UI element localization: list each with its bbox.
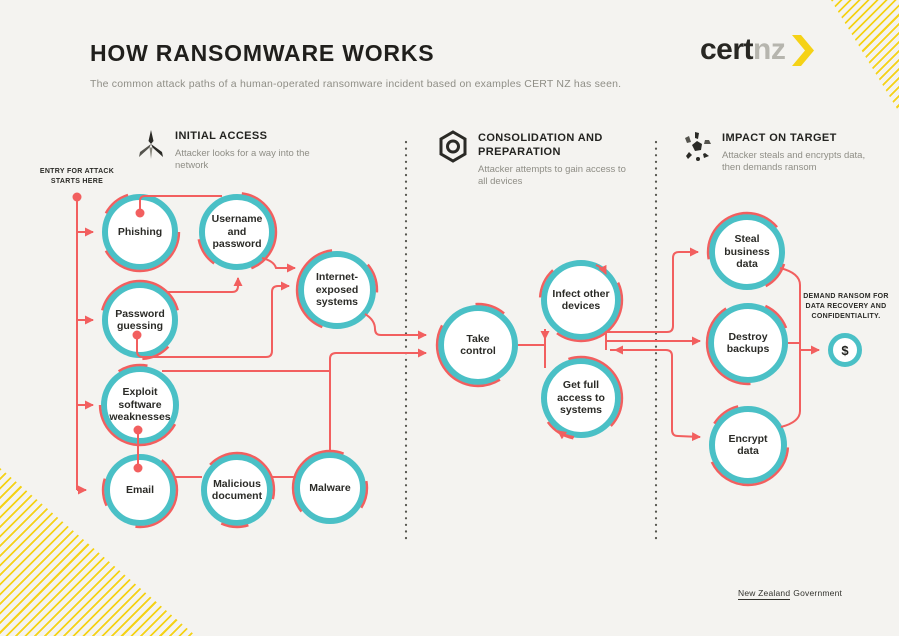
nz-government-part1: New Zealand	[738, 588, 791, 600]
node-demand-ransom-money: $	[828, 333, 862, 367]
node-encrypt-data: Encrypt data	[706, 403, 790, 487]
dollar-symbol: $	[841, 342, 849, 358]
section-description: Attacker steals and encrypts data, then …	[722, 149, 866, 174]
node-label-exploit-software-weaknesses: Exploit software weaknesses	[109, 386, 171, 424]
node-label-steal-business-data: Steal business data	[724, 233, 770, 271]
node-malware: Malware	[291, 449, 369, 527]
node-internet-exposed-systems: Internet- exposed systems	[295, 248, 379, 332]
nut-icon	[439, 130, 467, 163]
node-ring	[101, 451, 179, 529]
logo-chevron-icon	[792, 34, 815, 66]
node-label-username-and-password: Username and password	[211, 213, 263, 251]
caltrop-icon	[139, 130, 163, 159]
node-label-encrypt-data: Encrypt data	[728, 432, 768, 457]
section-title: IMPACT ON TARGET	[722, 132, 837, 144]
logo-nz-text: nz	[753, 33, 786, 66]
node-ring	[196, 191, 278, 273]
node-label-infect-other-devices: Infect other devices	[552, 287, 610, 312]
node-malicious-document: Malicious document	[198, 451, 276, 529]
node-label-password-guessing: Password guessing	[115, 307, 165, 332]
page-title: HOW RANSOMWARE WORKS	[90, 40, 435, 66]
node-get-full-access-to-systems: Get full access to systems	[538, 355, 624, 441]
node-phishing: Phishing	[99, 191, 181, 273]
node-label-email: Email	[125, 483, 154, 496]
node-ring	[538, 355, 624, 441]
section-title: CONSOLIDATION AND PREPARATION	[478, 132, 603, 158]
demand-ransom-annotation: DEMAND RANSOM FOR DATA RECOVERY AND CONF…	[803, 293, 889, 320]
node-take-control: Take control	[435, 302, 521, 388]
node-ring	[435, 302, 521, 388]
node-destroy-backups: Destroy backups	[705, 300, 791, 386]
node-username-and-password: Username and password	[196, 191, 278, 273]
entry-annotation: ENTRY FOR ATTACK STARTS HERE	[39, 168, 115, 185]
node-label-phishing: Phishing	[117, 225, 163, 238]
burst-icon	[685, 132, 711, 161]
section-description: Attacker attempts to gain access to all …	[478, 163, 626, 187]
logo-cert-text: cert	[700, 33, 754, 66]
section-description: Attacker looks for a way into the networ…	[175, 147, 310, 172]
node-ring	[295, 248, 379, 332]
node-label-internet-exposed-systems: Internet- exposed systems	[315, 271, 359, 309]
node-ring	[706, 211, 788, 293]
section-consolidation: CONSOLIDATION AND PREPARATION Attacker a…	[437, 130, 636, 188]
node-label-malware: Malware	[309, 481, 351, 494]
section-impact: IMPACT ON TARGET Attacker steals and enc…	[681, 130, 880, 174]
node-email: Email	[101, 451, 179, 529]
node-label-destroy-backups: Destroy backups	[726, 330, 770, 355]
section-initial-access: INITIAL ACCESS Attacker looks for a way …	[136, 128, 333, 172]
section-title: INITIAL ACCESS	[175, 130, 268, 142]
node-password-guessing: Password guessing	[99, 279, 181, 361]
nz-government-part2: Government	[793, 588, 843, 598]
node-label-take-control: Take control	[460, 332, 496, 357]
node-ring	[706, 403, 790, 487]
node-exploit-software-weaknesses: Exploit software weaknesses	[98, 363, 182, 447]
node-ring	[98, 363, 182, 447]
node-ring	[705, 300, 791, 386]
node-ring	[198, 451, 276, 529]
node-label-get-full-access-to-systems: Get full access to systems	[557, 379, 605, 417]
node-ring	[99, 191, 181, 273]
node-ring	[291, 449, 369, 527]
node-steal-business-data: Steal business data	[706, 211, 788, 293]
page-subtitle: The common attack paths of a human-opera…	[90, 78, 622, 90]
node-label-malicious-document: Malicious document	[211, 477, 263, 502]
node-infect-other-devices: Infect other devices	[538, 257, 624, 343]
